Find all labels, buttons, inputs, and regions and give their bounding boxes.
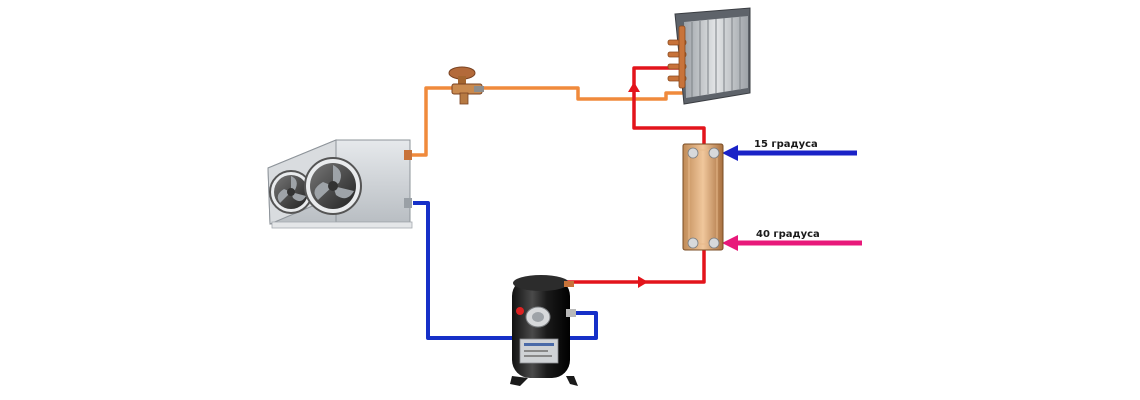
- expansion-valve: [448, 66, 484, 105]
- hot-water-arrow-icon: [722, 235, 738, 251]
- cold-water-arrow-icon: [722, 145, 738, 161]
- hot-water-line: [722, 235, 862, 251]
- hot-gas-line: [567, 66, 706, 284]
- air-coil-heat-exchanger: [667, 7, 751, 105]
- evaporator-unit: [267, 139, 413, 229]
- cold-water-temperature-label: 15 градуса: [754, 139, 818, 150]
- hot-gas-flow-arrow-icon: [638, 276, 648, 288]
- fan-icon: [269, 170, 313, 214]
- cold-water-line: [722, 145, 857, 161]
- hot-gas-flow-arrow-icon: [628, 82, 640, 92]
- scroll-compressor: [510, 275, 578, 386]
- liquid-line: [410, 86, 684, 157]
- hot-water-temperature-label: 40 градуса: [756, 229, 820, 240]
- plate-heat-exchanger: [682, 143, 724, 251]
- fan-icon: [304, 157, 362, 215]
